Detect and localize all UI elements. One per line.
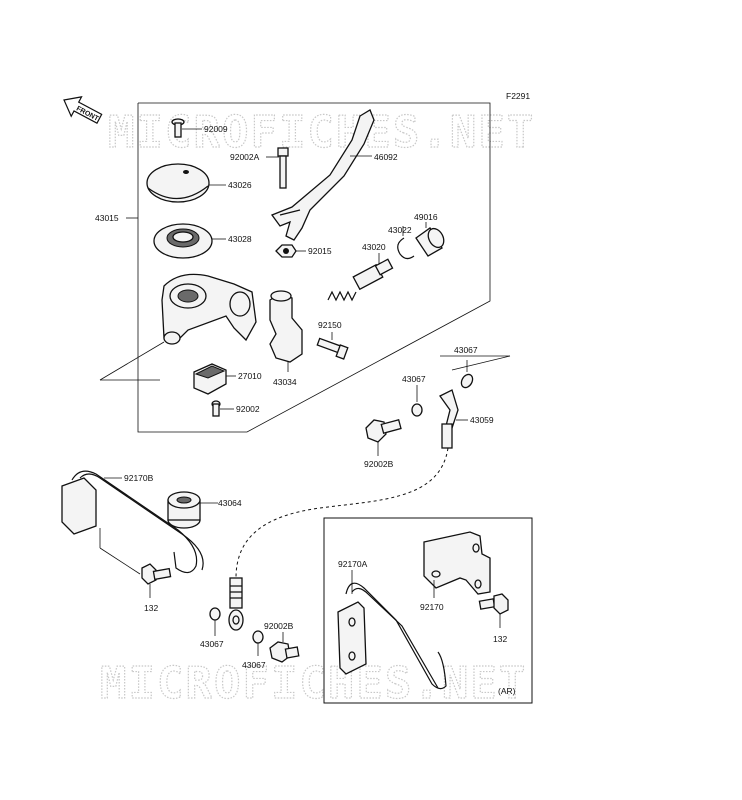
ar-inset-box (323, 517, 533, 704)
ar-bracket-92170 (423, 531, 491, 598)
master-cylinder-body (99, 273, 257, 381)
label-46092: 46092 (374, 152, 398, 162)
label-92170: 92170 (420, 602, 444, 612)
label-49016: 49016 (414, 212, 438, 222)
label-27010: 27010 (238, 371, 262, 381)
washer-mid (411, 385, 423, 417)
watermark-bottom: MICROFICHES.NET (100, 658, 527, 709)
brake-lever (270, 109, 375, 241)
label-43067-lower-right: 43067 (242, 660, 266, 670)
clamp-bolt (316, 332, 349, 360)
bolt-132-right (478, 593, 509, 628)
washer-lower-right (252, 630, 264, 656)
hose-guide-bracket (61, 470, 204, 575)
label-43020: 43020 (362, 242, 386, 252)
label-132-left: 132 (144, 603, 158, 613)
washer-upper (460, 360, 474, 389)
banjo-bolt-upper (365, 419, 402, 456)
front-arrow-icon: FRONT (63, 96, 103, 125)
label-132-right: 132 (493, 634, 507, 644)
circlip (397, 226, 415, 260)
label-43067-lower-left: 43067 (200, 639, 224, 649)
reservoir-cap (146, 163, 226, 203)
switch-screw (211, 400, 234, 417)
piston-assembly (327, 253, 394, 302)
label-43034: 43034 (273, 377, 297, 387)
label-43064: 43064 (218, 498, 242, 508)
hose-grommet (167, 491, 218, 529)
label-43015: 43015 (95, 213, 119, 223)
label-92170A: 92170A (338, 559, 368, 569)
dust-boot (415, 222, 445, 257)
label-92170B: 92170B (124, 473, 154, 483)
label-92002B-lower: 92002B (264, 621, 294, 631)
lever-nut (275, 244, 306, 258)
washer-lower-left (209, 607, 221, 636)
handlebar-clamp (269, 290, 303, 372)
label-92002B-top: 92002B (364, 459, 394, 469)
banjo-fitting (439, 389, 468, 449)
assembly-box (137, 102, 491, 433)
brake-switch (193, 363, 236, 395)
label-92002A: 92002A (230, 152, 260, 162)
cap-screw (171, 118, 202, 138)
label-43022: 43022 (388, 225, 412, 235)
label-92150: 92150 (318, 320, 342, 330)
label-43067-mid: 43067 (402, 374, 426, 384)
ar-label: (AR) (498, 686, 516, 696)
label-43059: 43059 (470, 415, 494, 425)
pivot-bolt (266, 147, 289, 189)
label-92009: 92009 (204, 124, 228, 134)
diaphragm (153, 223, 226, 259)
label-43026: 43026 (228, 180, 252, 190)
watermark-top: MICROFICHES.NET (108, 107, 535, 158)
figure-code: F2291 (506, 91, 530, 101)
ar-hose-guide-92170A (337, 570, 447, 690)
banjo-bolt-lower (269, 632, 300, 663)
banjo-fitting-lower (228, 577, 244, 631)
label-92002: 92002 (236, 404, 260, 414)
label-92015: 92015 (308, 246, 332, 256)
label-43067-top: 43067 (454, 345, 478, 355)
label-43028: 43028 (228, 234, 252, 244)
bolt-132-left (141, 563, 172, 598)
brake-hose-line (235, 447, 449, 579)
